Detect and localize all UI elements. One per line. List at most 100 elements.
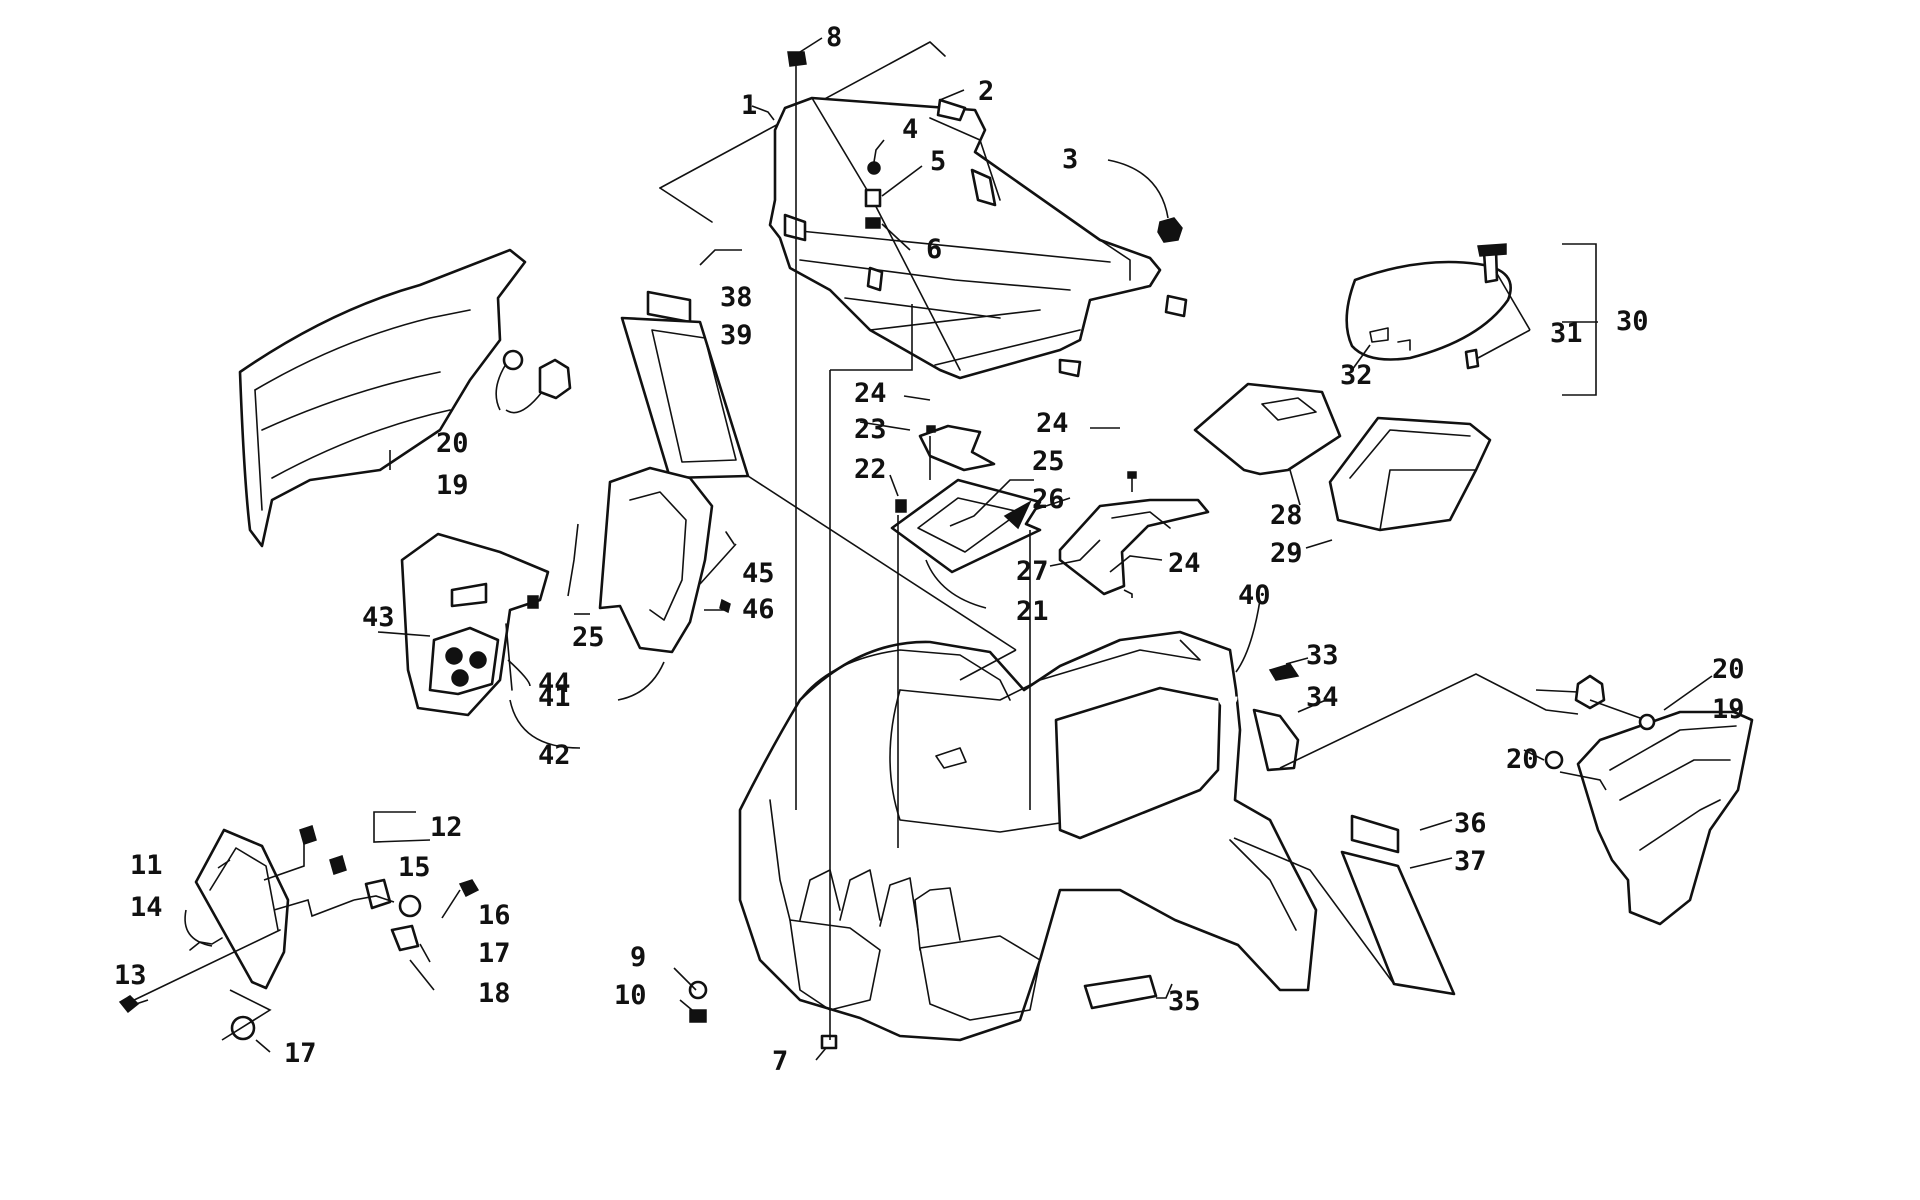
callout-46: 46 [742,594,775,625]
washer-17-lower [230,1015,256,1041]
bezel-slot [450,582,488,608]
callout-38: 38 [720,282,753,313]
callout-31: 31 [1550,318,1583,349]
footwell-26-contour [1111,511,1171,529]
rack-mount-foot-left [783,213,807,242]
washer-17-lower-axis [221,989,272,1041]
rack-crossbar-1 [789,229,1111,263]
rack-bracket-line-end [659,187,713,223]
callout-33: 33 [1306,640,1339,671]
callout-44: 44 [538,668,571,699]
spring-14 [189,937,223,951]
storage-liner-28 [1193,382,1342,476]
bolt-12-upper-axis [263,840,305,881]
callout-8: 8 [826,22,842,53]
callout-3: 3 [1062,144,1078,175]
nut-10 [689,1009,707,1023]
panel-19-right-contour-2 [1619,759,1731,801]
rack-rail-inner [811,97,871,196]
rack-rail-back [929,117,1001,201]
callout-30: 30 [1616,306,1649,337]
callout-13: 13 [114,960,147,991]
skid-panel-11-contour [209,847,279,931]
lid-latch-tab-2 [1397,339,1411,351]
screw-22 [895,499,907,513]
bolt-4 [867,161,881,175]
panel-19-contour-3 [271,409,451,479]
bezel-44-edge [505,623,513,691]
panel-19-right-axis-2 [1589,699,1641,719]
callout-32: 32 [1340,360,1373,391]
callout-43: 43 [362,602,395,633]
callout-10: 10 [614,980,647,1011]
callout-20-right-upper: 20 [1712,654,1745,685]
inner-fender-41 [598,466,714,654]
screw-46 [719,598,731,614]
callout-5: 5 [930,146,946,177]
callout-24-left: 24 [854,378,887,409]
callout-19-right: 19 [1712,694,1745,725]
callout-6: 6 [926,234,942,265]
access-panel-21 [890,478,1042,574]
callout-34: 34 [1306,682,1339,713]
callout-36: 36 [1454,808,1487,839]
callout-17-lower: 17 [284,1038,317,1069]
screw-13-axis [129,929,281,1003]
callout-35: 35 [1168,986,1201,1017]
bolt-12-axis [273,898,355,918]
clip-3 [1157,217,1183,243]
front-rack [659,41,1188,380]
washer-9 [688,980,708,1000]
leader-lines [135,37,1713,1061]
rack-post [866,266,884,292]
nut-7 [820,1034,838,1050]
rack-mount-foot-rear [1164,294,1188,318]
screw-13 [118,995,140,1014]
callout-23: 23 [854,414,887,445]
side-panel-left-19 [238,248,527,548]
callout-45: 45 [742,558,775,589]
body-headlight-right [919,935,1041,1021]
screw-16 [458,879,480,898]
callout-19-left: 19 [436,470,469,501]
rack-rail-mid [869,194,961,371]
callout-24-right: 24 [1168,548,1201,579]
rack-bracket-line [659,41,946,189]
decal-40-panel [1054,686,1222,840]
storage-box-29-floor [1379,469,1477,531]
rack-crossbar-4 [869,309,1041,331]
inner-fender-41-contour [629,491,687,621]
lid-latch-tab [1369,327,1389,343]
push-rivet-33 [1268,663,1300,681]
washer-17-upper [398,894,422,918]
mat-37 [1340,850,1456,996]
callout-26: 26 [1032,484,1065,515]
cover-23 [918,424,996,472]
grommet-20-right-up [1638,713,1656,731]
panel-19-contour-1 [254,309,471,391]
body-grille-slats [799,869,919,931]
clip-15 [364,878,392,910]
body-grille-vent [914,887,961,951]
body-fender-right [1229,839,1297,931]
mat-39-axis [747,475,1017,651]
grommet-18 [390,924,420,952]
callout-9: 9 [630,942,646,973]
callout-7: 7 [772,1046,788,1077]
callout-28: 28 [1270,500,1303,531]
lid-latch-head [1477,243,1507,257]
bracket-30 [1562,243,1597,396]
lid-bolt-31 [1464,348,1480,370]
headlight-lenses [445,647,487,687]
callout-27: 27 [1016,556,1049,587]
headlight-43 [428,626,500,696]
callout-41: 41 [538,682,571,713]
panel-19-right-contour-1 [1609,725,1737,771]
callout-24-mid: 24 [1036,408,1069,439]
callout-1: 1 [741,90,757,121]
footwell-leg [1123,589,1133,598]
bolt-12-upper [299,825,317,845]
panel-21-arrow [1003,500,1032,530]
storage-lid-assembly [1345,243,1512,370]
